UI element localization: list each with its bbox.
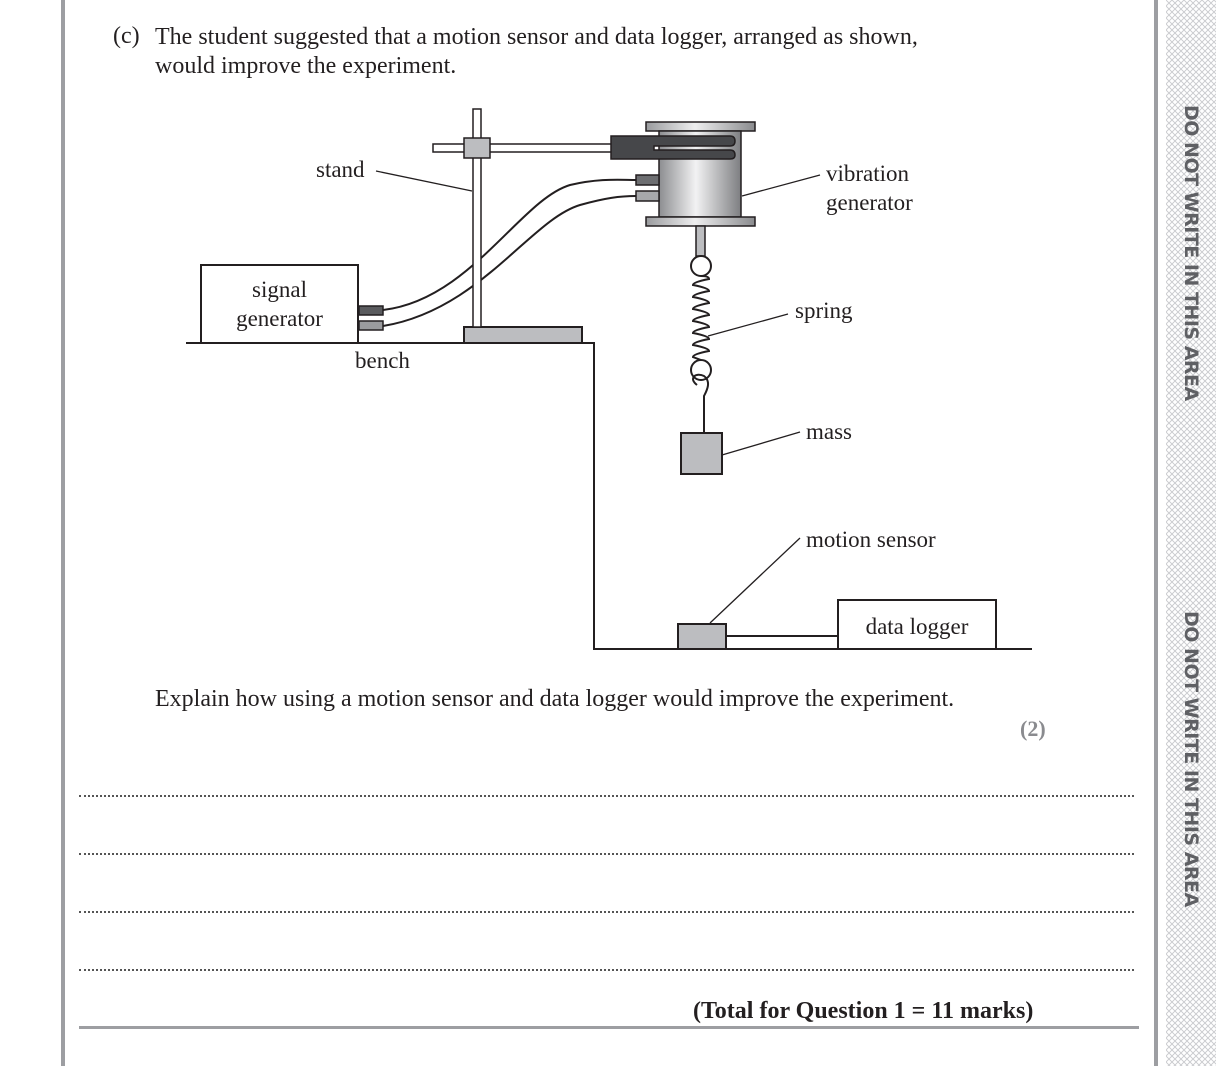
label-stand: stand	[316, 157, 365, 182]
label-signal-generator-line2: generator	[236, 306, 323, 331]
answer-line[interactable]	[79, 969, 1134, 971]
label-vibration-generator-line2: generator	[826, 190, 913, 215]
bench	[186, 342, 1032, 650]
data-logger	[837, 599, 997, 650]
question-prompt: Explain how using a motion sensor and da…	[155, 686, 955, 712]
leader-lines	[375, 170, 821, 624]
signal-generator	[200, 264, 384, 344]
label-data-logger: data logger	[865, 614, 969, 639]
right-margin-rule	[1154, 0, 1158, 1066]
label-signal-generator: signal generator	[201, 275, 358, 333]
motion-sensor	[677, 623, 838, 650]
label-bench: bench	[355, 348, 410, 373]
experiment-diagram	[186, 108, 1032, 650]
no-write-margin	[1166, 0, 1216, 1066]
label-spring: spring	[795, 298, 853, 323]
total-rule	[79, 1026, 1139, 1029]
question-part-label: (c)	[113, 23, 140, 49]
answer-line[interactable]	[79, 911, 1134, 913]
label-vibration-generator-line1: vibration	[826, 161, 910, 186]
margin-warning-bottom: DO NOT WRITE IN THIS AREA	[1180, 610, 1202, 907]
question-total: (Total for Question 1 = 11 marks)	[693, 998, 1034, 1024]
vibration-generator	[610, 121, 756, 257]
marks-available: (2)	[1020, 716, 1046, 741]
answer-line[interactable]	[79, 795, 1134, 797]
question-intro: The student suggested that a motion sens…	[155, 23, 1015, 81]
stand	[432, 108, 614, 344]
label-signal-generator-line1: signal	[252, 277, 307, 302]
question-intro-line-2: would improve the experiment.	[155, 53, 457, 79]
margin-warning-top: DO NOT WRITE IN THIS AREA	[1180, 104, 1202, 401]
label-motion-sensor: motion sensor	[806, 527, 936, 552]
label-mass: mass	[806, 419, 852, 444]
question-intro-line-1: The student suggested that a motion sens…	[155, 24, 918, 50]
label-vibration-generator: vibration generator	[826, 159, 913, 217]
signal-cables	[382, 178, 637, 327]
mass	[680, 373, 723, 475]
left-margin-rule	[61, 0, 65, 1066]
answer-line[interactable]	[79, 853, 1134, 855]
spring	[690, 255, 712, 381]
